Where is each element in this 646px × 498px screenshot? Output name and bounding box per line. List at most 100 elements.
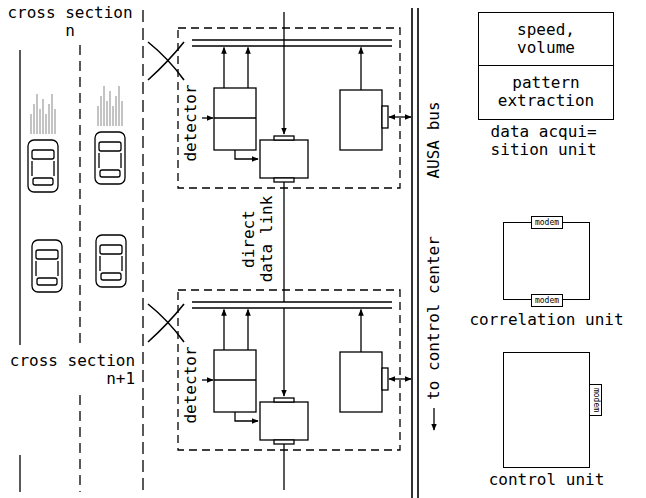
motion-streak — [43, 99, 44, 134]
car-windshield — [36, 250, 58, 259]
cross-section-label: cross section n+1 — [4, 352, 136, 389]
station-boundary — [178, 290, 400, 450]
detector-loop — [148, 42, 184, 80]
bus-arrow — [360, 310, 361, 353]
detector-lead — [202, 379, 213, 380]
modem-tab: modem — [531, 294, 563, 307]
ausa-link — [389, 378, 411, 379]
car-rear-window — [33, 178, 53, 185]
detector-loop — [148, 304, 184, 342]
detector-loop — [148, 42, 184, 80]
ausa-link — [389, 116, 411, 117]
bus-arrow — [283, 308, 284, 396]
unit-label: speed, volume — [495, 21, 596, 58]
motion-streak — [113, 106, 114, 126]
correlation-unit — [260, 140, 308, 178]
bus-arrow — [283, 46, 284, 134]
control-key-box: control unitmodem — [503, 352, 590, 468]
car-windshield — [100, 245, 122, 254]
modem-label: modem — [592, 388, 600, 412]
car-body — [32, 240, 62, 292]
car-side — [31, 161, 32, 176]
station-bus — [192, 307, 392, 309]
bus-label: AUSA bus — [425, 100, 443, 179]
motion-streak — [122, 101, 123, 126]
key-divider — [479, 65, 613, 66]
modem-tab — [274, 178, 294, 182]
unit-divider — [214, 117, 256, 118]
motion-streak — [31, 114, 32, 134]
motion-streak — [49, 104, 50, 134]
bus-arrow — [360, 48, 361, 91]
modem-tab — [382, 106, 388, 128]
direction-label: to control center — [425, 235, 443, 401]
car-rear-window — [101, 273, 121, 280]
bus-arrow — [223, 310, 224, 351]
cross-section-label: cross section n — [4, 4, 136, 41]
unit-label: data acqui= sition unit — [491, 123, 602, 160]
modem-label: modem — [535, 219, 559, 227]
motion-streak — [116, 96, 117, 126]
control-unit — [340, 352, 382, 412]
car-side — [35, 261, 36, 276]
modem-tab — [382, 368, 388, 390]
motion-streak — [40, 109, 41, 134]
car-side — [57, 261, 58, 276]
bus-arrow — [247, 48, 248, 89]
car-body — [96, 235, 126, 287]
lane-divider — [79, 395, 80, 492]
modem-tab: modem — [589, 384, 602, 416]
data-arrow — [235, 150, 258, 159]
ausa-bus-line — [417, 8, 419, 498]
road-edge — [142, 10, 143, 492]
data-acquisition-key-box: speed, volumepattern extractiondata acqu… — [478, 12, 614, 120]
motion-streak — [119, 86, 120, 126]
road-edge — [19, 455, 20, 492]
detector-label: detector — [182, 345, 200, 424]
motion-streak — [110, 91, 111, 126]
car-windshield — [99, 142, 121, 151]
station-boundary — [178, 28, 400, 188]
motion-streak — [98, 106, 99, 126]
car-rear-window — [37, 278, 57, 285]
car-side — [121, 256, 122, 271]
motion-streak — [55, 109, 56, 134]
motion-streak — [52, 94, 53, 134]
detector-lead — [202, 117, 213, 118]
motion-streak — [101, 96, 102, 126]
data-arrow — [235, 412, 258, 421]
car-side — [120, 153, 121, 168]
car-body — [95, 132, 125, 184]
car-body — [28, 140, 58, 192]
modem-tab: modem — [531, 216, 563, 229]
data-acquisition-unit — [214, 350, 256, 412]
motion-streak — [104, 86, 105, 126]
detector-label: detector — [182, 83, 200, 162]
motion-streak — [34, 104, 35, 134]
station-bus — [192, 45, 392, 47]
correlation-unit — [260, 402, 308, 440]
unit-label: control unit — [489, 471, 605, 489]
ausa-bus-line — [411, 8, 413, 498]
unit-divider — [214, 379, 256, 380]
to-center-arrow — [433, 408, 434, 430]
motion-streak — [37, 94, 38, 134]
link-label: direct data link — [240, 192, 277, 286]
station-bus — [192, 39, 392, 41]
direct-link-line — [283, 444, 284, 490]
car-rear-window — [100, 170, 120, 177]
motion-streak — [46, 114, 47, 134]
direct-link-line — [283, 182, 284, 302]
car-side — [53, 161, 54, 176]
car-windshield — [32, 150, 54, 159]
data-acquisition-unit — [214, 88, 256, 150]
control-unit — [340, 90, 382, 150]
modem-tab — [274, 440, 294, 444]
motion-streak — [107, 101, 108, 126]
direct-link-line — [283, 12, 284, 46]
modem-tab — [274, 136, 294, 140]
unit-label: pattern extraction — [495, 74, 596, 111]
modem-label: modem — [535, 297, 559, 305]
car-side — [99, 256, 100, 271]
